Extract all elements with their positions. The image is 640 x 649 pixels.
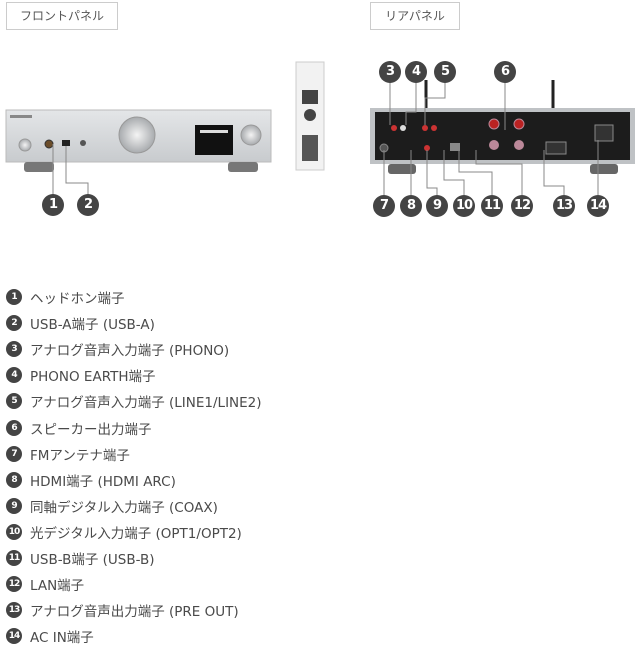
list-item: 7 FMアンテナ端子 <box>6 441 262 467</box>
list-item: 13 アナログ音声出力端子 (PRE OUT) <box>6 597 262 623</box>
item-label: PHONO EARTH端子 <box>30 369 156 386</box>
list-item: 12 LAN端子 <box>6 571 262 597</box>
list-item: 11 USB-B端子 (USB-B) <box>6 545 262 571</box>
item-label: FMアンテナ端子 <box>30 447 130 464</box>
item-number-badge: 11 <box>6 549 22 566</box>
callout-14: 14 <box>587 195 609 217</box>
list-item: 14 AC IN端子 <box>6 623 262 649</box>
item-number-badge: 6 <box>6 419 22 436</box>
item-number-badge: 8 <box>6 471 22 488</box>
item-label: 同軸デジタル入力端子 (COAX) <box>30 499 218 516</box>
item-number-badge: 3 <box>6 341 22 358</box>
item-label: USB-B端子 (USB-B) <box>30 551 155 568</box>
item-number-badge: 5 <box>6 393 22 410</box>
item-label: HDMI端子 (HDMI ARC) <box>30 473 176 490</box>
rear-panel-tab[interactable]: リアパネル <box>370 2 460 30</box>
item-label: AC IN端子 <box>30 630 94 647</box>
leader-lines <box>52 82 599 195</box>
item-number-badge: 9 <box>6 497 22 514</box>
callout-11: 11 <box>481 195 503 217</box>
callout-13: 13 <box>553 195 575 217</box>
item-number-badge: 14 <box>6 628 22 645</box>
item-label: LAN端子 <box>30 578 85 595</box>
item-number-badge: 10 <box>6 523 22 540</box>
item-number-badge: 1 <box>6 289 22 306</box>
item-label: アナログ音声出力端子 (PRE OUT) <box>30 604 239 621</box>
front-panel-device <box>5 109 272 172</box>
product-illustration <box>5 61 635 195</box>
item-number-badge: 12 <box>6 576 22 593</box>
callout-1: 1 <box>42 194 64 216</box>
callout-6: 6 <box>494 61 516 83</box>
callout-10: 10 <box>453 195 475 217</box>
callout-5: 5 <box>434 61 456 83</box>
callout-2: 2 <box>77 194 99 216</box>
item-number-badge: 2 <box>6 315 22 332</box>
item-label: アナログ音声入力端子 (LINE1/LINE2) <box>30 395 262 412</box>
list-item: 9 同軸デジタル入力端子 (COAX) <box>6 493 262 519</box>
list-item: 3 アナログ音声入力端子 (PHONO) <box>6 336 262 362</box>
list-item: 10 光デジタル入力端子 (OPT1/OPT2) <box>6 519 262 545</box>
item-number-badge: 13 <box>6 602 22 619</box>
item-label: アナログ音声入力端子 (PHONO) <box>30 343 230 360</box>
callout-8: 8 <box>400 195 422 217</box>
callout-9: 9 <box>426 195 448 217</box>
item-label: 光デジタル入力端子 (OPT1/OPT2) <box>30 525 242 542</box>
list-item: 8 HDMI端子 (HDMI ARC) <box>6 467 262 493</box>
remote-control <box>295 61 325 171</box>
list-item: 2 USB-A端子 (USB-A) <box>6 310 262 336</box>
list-item: 5 アナログ音声入力端子 (LINE1/LINE2) <box>6 388 262 414</box>
item-label: スピーカー出力端子 <box>30 421 152 438</box>
list-item: 4 PHONO EARTH端子 <box>6 362 262 388</box>
item-number-badge: 7 <box>6 445 22 462</box>
list-item: 6 スピーカー出力端子 <box>6 414 262 440</box>
item-number-badge: 4 <box>6 367 22 384</box>
callout-12: 12 <box>511 195 533 217</box>
front-panel-tab[interactable]: フロントパネル <box>6 2 118 30</box>
item-label: USB-A端子 (USB-A) <box>30 317 155 334</box>
item-label: ヘッドホン端子 <box>30 291 125 308</box>
list-item: 1 ヘッドホン端子 <box>6 284 262 310</box>
rear-panel-device <box>370 80 635 174</box>
callout-3: 3 <box>379 61 401 83</box>
callout-7: 7 <box>373 195 395 217</box>
callout-4: 4 <box>405 61 427 83</box>
terminal-list: 1 ヘッドホン端子 2 USB-A端子 (USB-A) 3 アナログ音声入力端子 (PHO… <box>6 284 262 649</box>
